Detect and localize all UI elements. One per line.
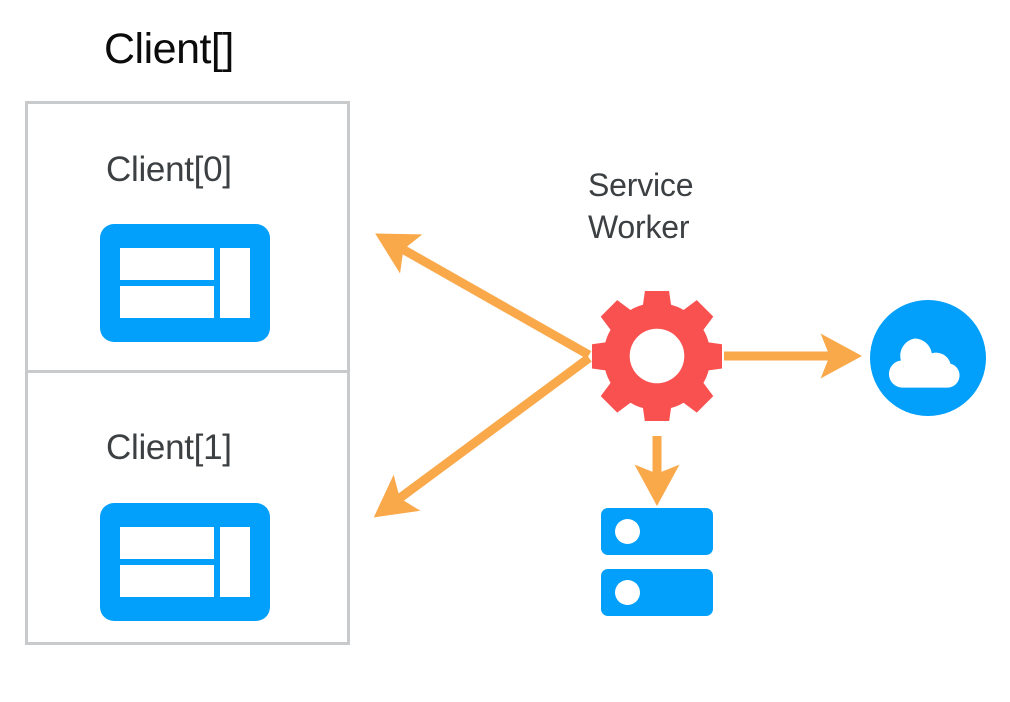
database-row (601, 508, 713, 555)
client-0-label: Client[0] (106, 150, 232, 189)
gear-icon (589, 288, 725, 425)
service-worker-title: Service Worker (588, 167, 694, 245)
client-1-label: Client[1] (106, 428, 232, 467)
browser-window-icon (100, 224, 270, 342)
database-led (615, 519, 640, 544)
browser-pane-bottom (120, 286, 214, 318)
browser-pane-top (120, 527, 214, 559)
database-led (615, 580, 640, 605)
clients-array-divider (25, 370, 350, 373)
browser-pane-top (120, 248, 214, 280)
browser-pane-side (220, 248, 250, 318)
database-icon (601, 508, 713, 616)
browser-pane-bottom (120, 565, 214, 597)
browser-pane-side (220, 527, 250, 597)
arrow-sw-to-client-1 (373, 354, 592, 518)
cloud-icon (870, 300, 986, 416)
arrow-sw-to-client-0 (375, 233, 592, 359)
clients-group-title: Client[] (104, 25, 234, 73)
browser-window-icon (100, 503, 270, 621)
database-row (601, 569, 713, 616)
